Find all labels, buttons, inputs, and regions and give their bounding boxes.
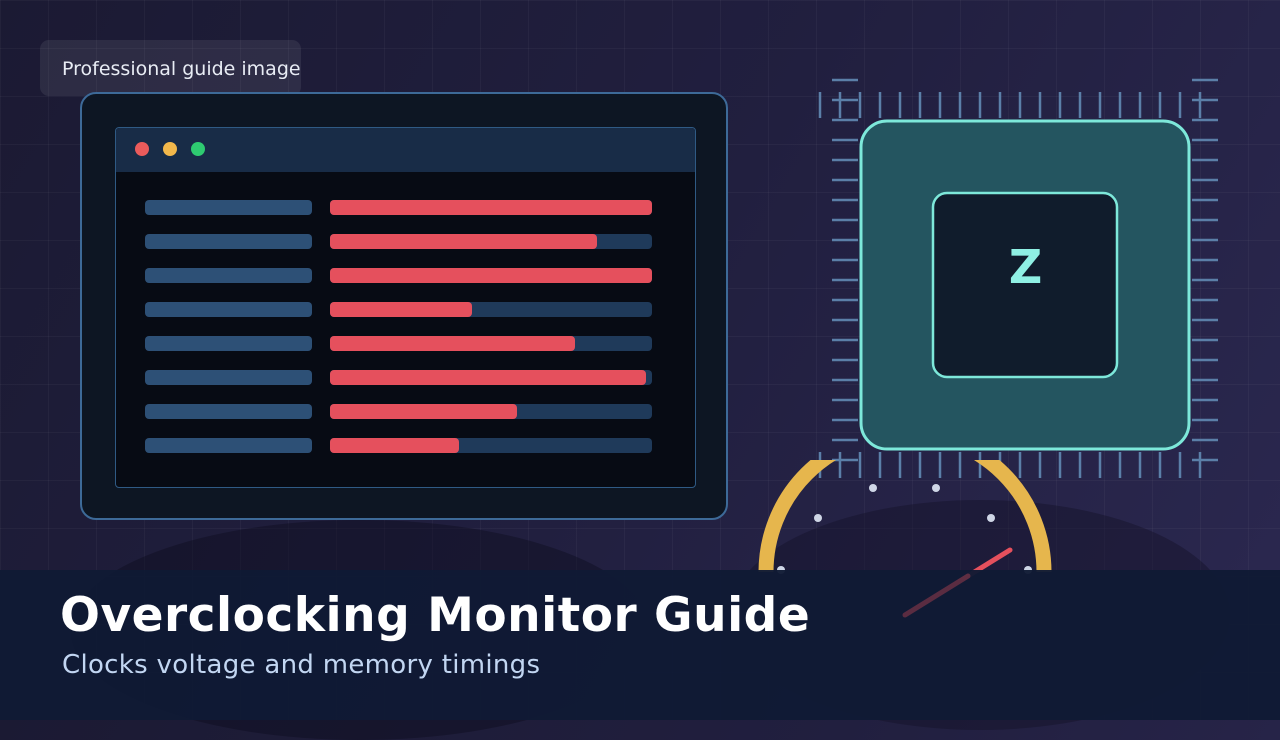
window-titlebar [116,128,695,172]
stat-fill-bar [330,200,652,215]
maximize-dot-icon [191,142,205,156]
stat-row [116,234,695,249]
stat-fill-bar [330,336,575,351]
stat-label-bar [145,404,312,419]
stat-fill-bar [330,438,459,453]
stat-fill-bar [330,404,517,419]
close-dot-icon [135,142,149,156]
stat-label-bar [145,234,312,249]
stat-fill-bar [330,234,597,249]
minimize-dot-icon [163,142,177,156]
stat-label-bar [145,200,312,215]
footer-banner [0,570,1280,720]
stat-row [116,200,695,215]
stat-fill-bar [330,268,652,283]
stat-row [116,438,695,453]
stat-fill-bar [330,302,472,317]
stat-row [116,404,695,419]
gauge-needle [956,547,1013,580]
stat-label-bar [145,438,312,453]
stat-row [116,268,695,283]
stat-label-bar [145,370,312,385]
stat-row [116,370,695,385]
stat-row [116,336,695,351]
guide-badge: Professional guide image [40,40,301,96]
chip-label: Z [1008,240,1043,294]
stat-row [116,302,695,317]
stat-label-bar [145,302,312,317]
stat-label-bar [145,268,312,283]
cpu-chip-icon [818,78,1218,478]
page-subtitle: Clocks voltage and memory timings [62,650,541,680]
stat-label-bar [145,336,312,351]
stat-fill-bar [330,370,646,385]
speed-gauge-icon [758,460,1052,580]
guide-badge-label: Professional guide image [62,58,301,80]
monitor-screen [115,127,696,488]
page-title: Overclocking Monitor Guide [60,588,811,643]
